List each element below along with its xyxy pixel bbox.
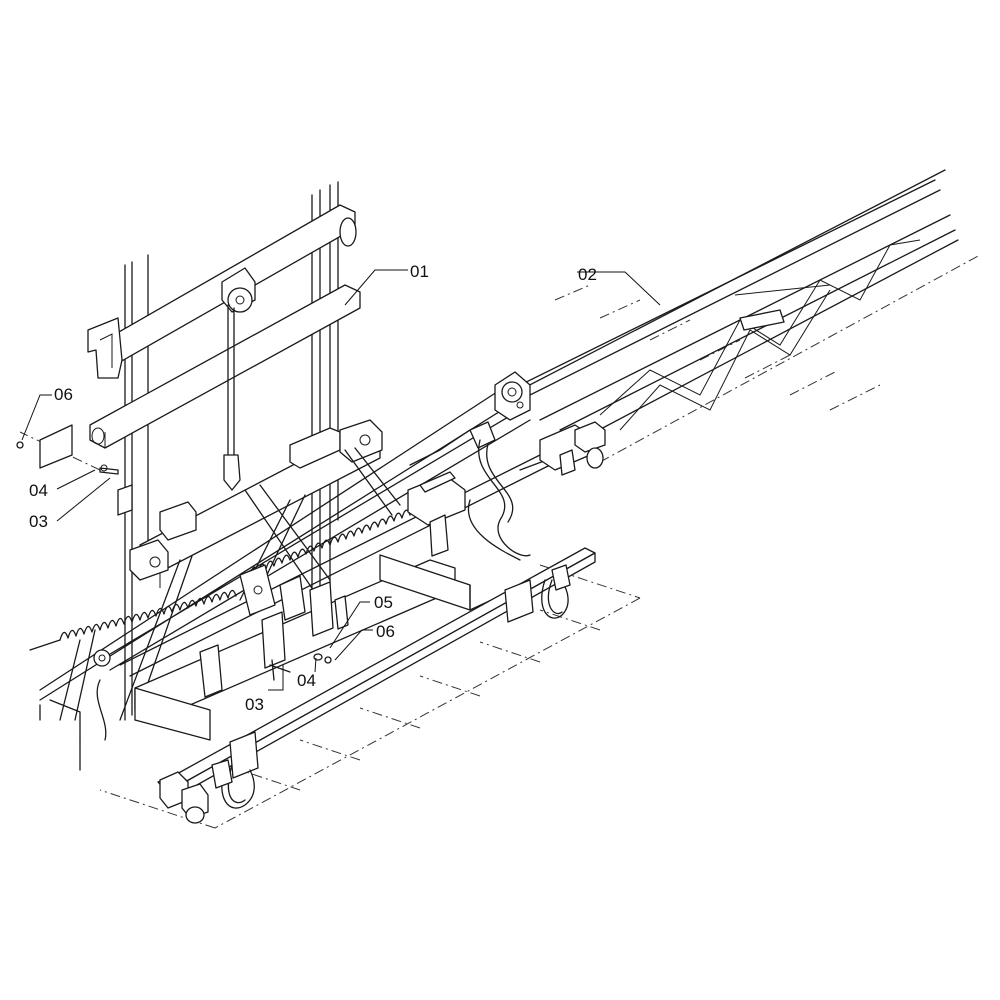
callout-04-left: 04 <box>29 481 48 500</box>
carriage-frame <box>39 419 561 771</box>
spray-pattern-lines <box>19 254 981 829</box>
lower-spray-bar <box>157 547 596 824</box>
callout-03-center: 03 <box>245 695 264 714</box>
boom-arm <box>39 169 959 741</box>
nozzle-assembly-upper <box>539 421 606 476</box>
callout-02: 02 <box>578 265 597 284</box>
callout-06-left: 06 <box>54 385 73 404</box>
small-parts <box>16 424 349 681</box>
callout-leaders <box>21 269 661 691</box>
callout-05: 05 <box>374 593 393 612</box>
callout-labels: 01 02 03 03 04 04 05 06 06 <box>29 262 597 714</box>
callout-01: 01 <box>410 262 429 281</box>
tension-springs <box>29 429 471 651</box>
callout-04-center: 04 <box>297 671 316 690</box>
callout-06-center: 06 <box>376 622 395 641</box>
callout-03-left: 03 <box>29 512 48 531</box>
mast-frame <box>87 181 361 721</box>
